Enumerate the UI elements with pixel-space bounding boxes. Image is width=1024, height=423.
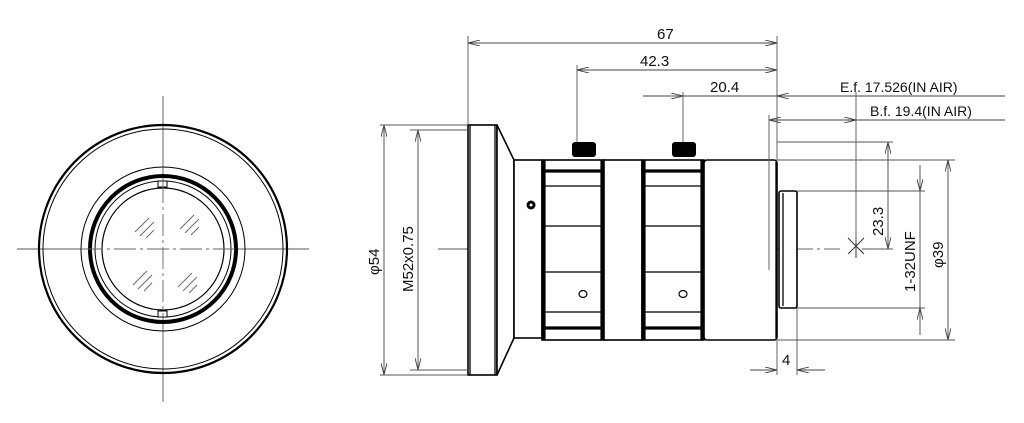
dim-mount-diameter: φ39 xyxy=(930,242,947,268)
ring-hole xyxy=(678,289,688,299)
c-mount xyxy=(778,190,798,309)
front-notch-bottom xyxy=(157,310,168,318)
focus-ring xyxy=(541,142,605,341)
rear-barrel xyxy=(703,159,778,341)
side-view xyxy=(438,124,865,376)
dim-image-height: 23.3 xyxy=(870,207,887,236)
front-view xyxy=(17,96,309,402)
dim-back-focal: B.f. 19.4(IN AIR) xyxy=(870,103,972,119)
glass-hatch-icon xyxy=(132,214,200,294)
dim-mount-flange-length: 4 xyxy=(782,352,790,369)
neck xyxy=(513,159,543,339)
iris-ring xyxy=(641,142,705,341)
dim-ring-screw-2: 20.4 xyxy=(710,79,739,96)
front-flange xyxy=(467,124,498,376)
outer-ring xyxy=(37,123,289,375)
front-notch-top xyxy=(157,180,168,188)
ring-hole xyxy=(578,289,588,299)
dim-effective-focal: E.f. 17.526(IN AIR) xyxy=(840,79,958,95)
front-taper xyxy=(496,124,515,376)
dim-mount-thread: 1-32UNF xyxy=(902,231,919,292)
middle-barrel xyxy=(603,159,643,341)
dim-outer-diameter: φ54 xyxy=(366,249,383,275)
lock-screw-1 xyxy=(572,142,596,157)
outer-ring-inner-edge xyxy=(42,128,284,370)
dim-filter-thread: M52x0.75 xyxy=(400,226,417,292)
dim-overall-length: 67 xyxy=(657,26,674,43)
dim-ring-screw-1: 42.3 xyxy=(640,53,669,70)
dimensions: 67 42.3 20.4 E.f. 17.526(IN AIR) B.f. 19… xyxy=(366,26,1005,376)
lock-screw-2 xyxy=(672,142,696,157)
